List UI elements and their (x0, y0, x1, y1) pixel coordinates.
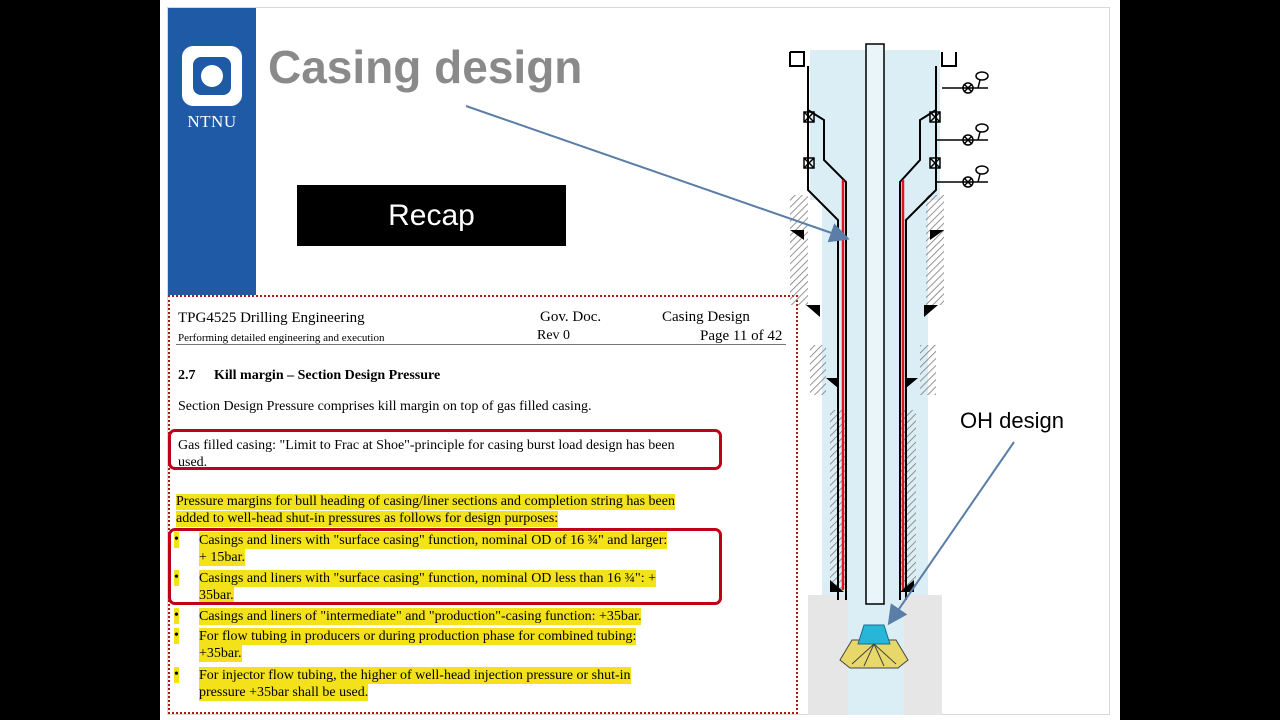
document-excerpt: TPG4525 Drilling Engineering Performing … (168, 295, 798, 714)
header-rule (176, 344, 786, 345)
gas-filled-highlight-box (168, 429, 722, 470)
bullet-symbol: • (174, 667, 179, 683)
bullet-symbol: • (174, 532, 179, 548)
recap-label: Recap (297, 185, 566, 246)
drill-bit-icon (839, 624, 909, 669)
wellbore-schematic (789, 43, 989, 715)
bullet-4-line-1: For flow tubing in producers or during p… (199, 628, 637, 645)
bullet-symbol: • (174, 608, 179, 624)
bullet-2-line-1: Casings and liners with "surface casing"… (199, 570, 657, 587)
doc-title: Casing Design (662, 309, 750, 325)
surface-casing-highlight-box (168, 528, 722, 605)
section-number: 2.7 (178, 368, 196, 383)
bullet-2-line-2: 35bar. (199, 587, 234, 604)
doc-page: Page 11 of 42 (700, 328, 783, 344)
oh-design-label: OH design (960, 408, 1064, 433)
arrow-title-to-casing (465, 105, 850, 243)
arrow-oh-design (887, 441, 1015, 626)
gas-line-2: used. (178, 455, 208, 470)
tubing (865, 43, 885, 605)
doc-course: TPG4525 Drilling Engineering (178, 310, 365, 326)
doc-type: Gov. Doc. (540, 309, 602, 325)
bullet-4-line-2: +35bar. (199, 645, 242, 662)
doc-subtitle: Performing detailed engineering and exec… (178, 332, 385, 344)
margins-line-1: Pressure margins for bull heading of cas… (176, 494, 675, 510)
bullet-5-line-2: pressure +35bar shall be used. (199, 684, 369, 701)
doc-rev: Rev 0 (537, 328, 571, 343)
bullet-symbol: • (174, 628, 179, 644)
valve-icon (936, 71, 989, 188)
ntnu-logo-icon (182, 46, 242, 106)
bullet-3-line-1: Casings and liners of "intermediate" and… (199, 608, 642, 625)
slide-title: Casing design (268, 41, 583, 93)
bullet-1-line-1: Casings and liners with "surface casing"… (199, 532, 668, 549)
margins-line-2: added to well-head shut-in pressures as … (176, 511, 559, 527)
logo-text: NTNU (187, 112, 237, 131)
gas-line-1: Gas filled casing: "Limit to Frac at Sho… (178, 438, 675, 453)
bullet-symbol: • (174, 570, 179, 586)
slide-canvas (160, 0, 1120, 720)
bullet-1-line-2: + 15bar. (199, 549, 245, 566)
section-title: Kill margin – Section Design Pressure (214, 368, 441, 383)
bullet-5-line-1: For injector flow tubing, the higher of … (199, 667, 631, 684)
section-intro: Section Design Pressure comprises kill m… (178, 399, 592, 414)
